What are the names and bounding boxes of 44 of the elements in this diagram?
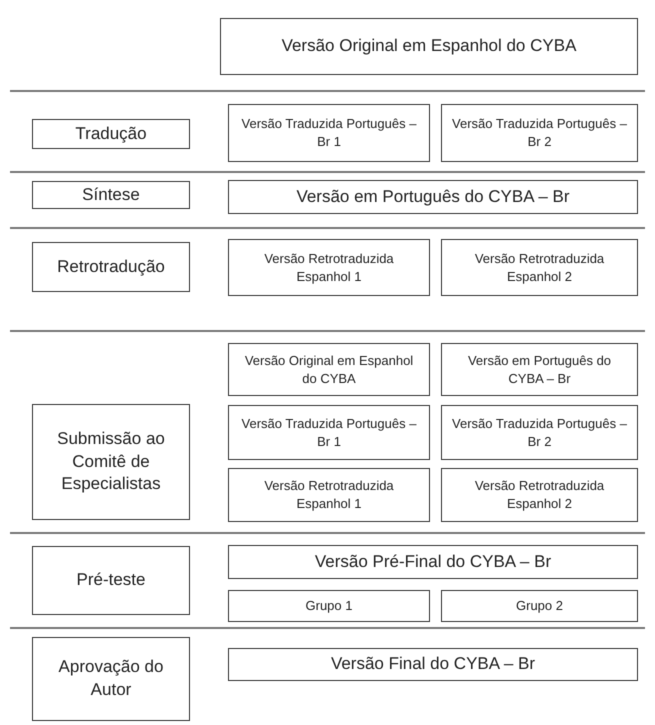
box-label: Aprovação do Autor xyxy=(58,656,164,701)
process-box xyxy=(441,239,638,296)
box-label: Versão Final do CYBA – Br xyxy=(330,653,536,676)
box-label: Síntese xyxy=(82,184,140,206)
process-box xyxy=(32,242,190,292)
box-label: Pré-teste xyxy=(76,569,146,592)
process-box xyxy=(441,405,638,460)
process-box xyxy=(441,468,638,522)
box-label: Versão Retrotraduzida Espanhol 1 xyxy=(263,477,395,513)
box-label: Grupo 1 xyxy=(306,597,352,615)
process-box xyxy=(228,104,430,162)
box-label: Versão Pré-Final do CYBA – Br xyxy=(314,550,552,573)
process-box xyxy=(228,343,430,396)
process-box xyxy=(441,590,638,622)
process-box xyxy=(228,405,430,460)
process-box xyxy=(32,637,190,721)
box-label: Versão em Português do CYBA – Br xyxy=(296,186,570,208)
box-label: Versão Original em Espanhol do CYBA xyxy=(282,35,576,58)
process-box xyxy=(228,590,430,622)
box-label: Versão em Português do CYBA – Br xyxy=(466,352,612,388)
box-label: Retrotradução xyxy=(57,256,165,278)
box-label: Versão Retrotraduzida Espanhol 2 xyxy=(474,250,606,286)
process-box xyxy=(441,343,638,396)
process-box xyxy=(228,180,638,214)
box-label: Submissão ao Comitê de Especialistas xyxy=(56,428,166,496)
process-box xyxy=(228,648,638,681)
box-label: Versão Original em Espanhol do CYBA xyxy=(244,352,414,388)
process-box xyxy=(220,18,638,75)
process-box xyxy=(441,104,638,162)
box-label: Versão Traduzida Português – Br 2 xyxy=(451,414,628,450)
box-label: Versão Retrotraduzida Espanhol 1 xyxy=(263,250,395,286)
box-label: Versão Traduzida Português – Br 1 xyxy=(240,414,418,450)
process-box xyxy=(228,545,638,579)
box-label: Versão Traduzida Português – Br 2 xyxy=(451,115,628,151)
process-box xyxy=(32,404,190,520)
box-label: Grupo 2 xyxy=(516,597,563,615)
box-label: Versão Retrotraduzida Espanhol 2 xyxy=(474,477,606,513)
box-label: Tradução xyxy=(75,122,147,145)
process-box xyxy=(228,239,430,296)
process-box xyxy=(32,181,190,209)
process-box xyxy=(228,468,430,522)
process-box xyxy=(32,119,190,149)
process-box xyxy=(32,546,190,615)
box-label: Versão Traduzida Português – Br 1 xyxy=(240,115,418,151)
